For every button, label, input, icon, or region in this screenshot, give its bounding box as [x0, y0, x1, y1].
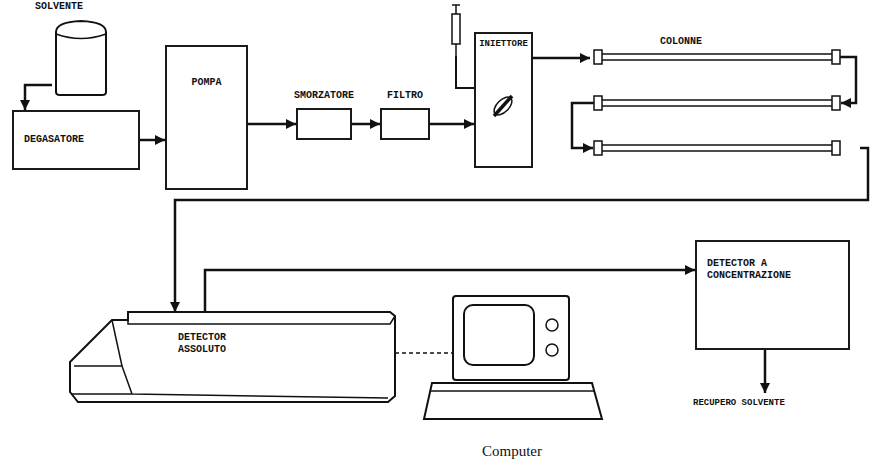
solvent-reservoir: SOLVENTE: [52, 18, 110, 96]
absolute-detector: DETECTOR ASSOLUTO: [70, 312, 395, 402]
monitor-outline: [452, 295, 572, 460]
flow-arrow: [25, 85, 52, 110]
node-label: Computer: [482, 443, 542, 460]
syringe-symbol: [452, 5, 476, 88]
node-label: DETECTOR A CONCENTRAZIONE: [707, 258, 807, 282]
column-interconnect: [572, 57, 856, 148]
node-label: DETECTOR ASSOLUTO: [178, 332, 248, 356]
node-label: SMORZATORE: [294, 90, 354, 102]
degasser-box: DEGASATORE: [12, 110, 140, 170]
injection-valve-symbol: [491, 94, 515, 118]
node-label: INIETTORE: [479, 38, 528, 50]
bottle-outline: [52, 18, 110, 96]
flow-arrow: [205, 270, 695, 312]
node-label: COLONNE: [660, 36, 702, 48]
data-link: [395, 352, 452, 354]
filter-box: FILTRO: [380, 108, 430, 140]
node-label: FILTRO: [387, 90, 423, 102]
flow-arrow: [248, 123, 296, 126]
injector-box: INIETTORE: [474, 32, 533, 168]
flow-arrow: [352, 123, 380, 126]
flow-arrow: [140, 139, 165, 142]
flow-arrow: [533, 57, 590, 60]
outlet-label: RECUPERO SOLVENTE: [693, 398, 785, 409]
node-label: DEGASATORE: [24, 134, 84, 146]
column-tubes: [594, 50, 840, 155]
console-outline: [70, 312, 395, 402]
pump-box: POMPA: [165, 45, 248, 190]
flow-arrow: [430, 123, 474, 126]
node-label: POMPA: [191, 77, 221, 89]
node-label: SOLVENTE: [35, 1, 83, 13]
computer-icon: Computer: [452, 295, 572, 460]
concentration-detector-box: DETECTOR A CONCENTRAZIONE: [695, 240, 850, 350]
damper-box: SMORZATORE: [296, 108, 352, 140]
solvent-recovery-arrow: [764, 350, 767, 393]
flow-arrow: [175, 148, 868, 312]
column-set: COLONNE: [590, 36, 860, 162]
